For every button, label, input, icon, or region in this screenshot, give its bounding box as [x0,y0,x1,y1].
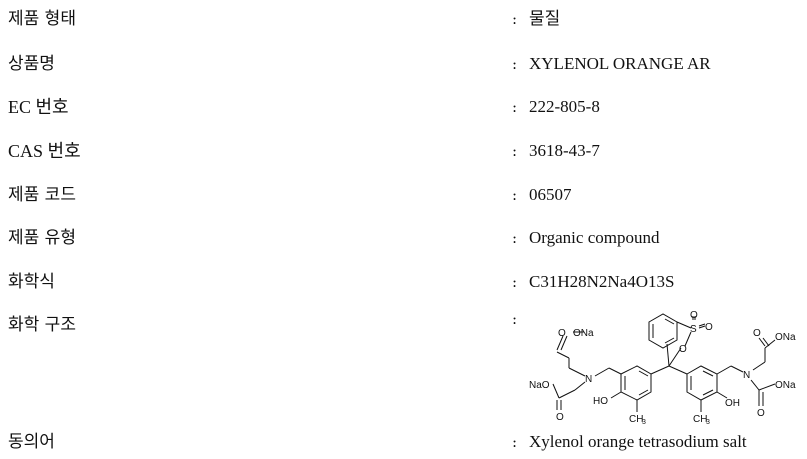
field-value: 06507 [529,185,572,204]
field-label: EC 번호 [8,97,69,117]
atom-label: O [679,344,687,355]
field-label: 화학식 [8,272,55,292]
atom-label: 3 [642,419,646,426]
chemical-structure-drawing: ONa O NaO O N HO CH 3 S O O O N OH CH 3 … [529,310,796,426]
field-value: C31H28N2Na4O13S [529,272,675,291]
field-value: 222-805-8 [529,97,600,116]
atom-label: S [690,324,697,335]
field-label: 제품 형태 [8,9,76,29]
field-value: Xylenol orange tetrasodium salt [529,432,747,451]
field-colon: : [512,55,518,73]
field-colon: : [512,186,518,204]
atom-label: OH [725,398,740,409]
field-value: 물질 [529,9,561,29]
field-colon: : [512,10,518,28]
atom-label: ONa [775,380,796,391]
field-colon: : [512,98,518,116]
atom-label: 3 [706,419,710,426]
field-label: 화학 구조 [8,315,76,335]
atom-label: HO [593,396,608,407]
field-label: 동의어 [8,432,55,452]
atom-label: O [753,328,761,339]
field-label: CAS 번호 [8,141,81,161]
field-label: 제품 코드 [8,185,76,205]
field-colon: : [512,310,518,328]
field-colon: : [512,273,518,291]
atom-label: CH [693,414,707,425]
atom-label: O [690,310,698,321]
atom-label: O [556,412,564,423]
atom-label: N [743,370,750,381]
field-label: 제품 유형 [8,228,76,248]
atom-label: O [757,408,765,419]
field-label: 상품명 [8,54,55,74]
field-colon: : [512,229,518,247]
atom-label: N [585,374,592,385]
field-value: 3618-43-7 [529,141,600,160]
atom-label: CH [629,414,643,425]
atom-label: O [705,322,713,333]
atom-label: O [558,328,566,339]
atom-label: NaO [529,380,550,391]
field-colon: : [512,433,518,451]
chemical-structure-image: ONa O NaO O N HO CH 3 S O O O N OH CH 3 … [529,310,807,426]
field-value: XYLENOL ORANGE AR [529,54,711,73]
field-value: Organic compound [529,228,660,247]
atom-label: ONa [573,328,594,339]
field-colon: : [512,142,518,160]
atom-label: ONa [775,332,796,343]
